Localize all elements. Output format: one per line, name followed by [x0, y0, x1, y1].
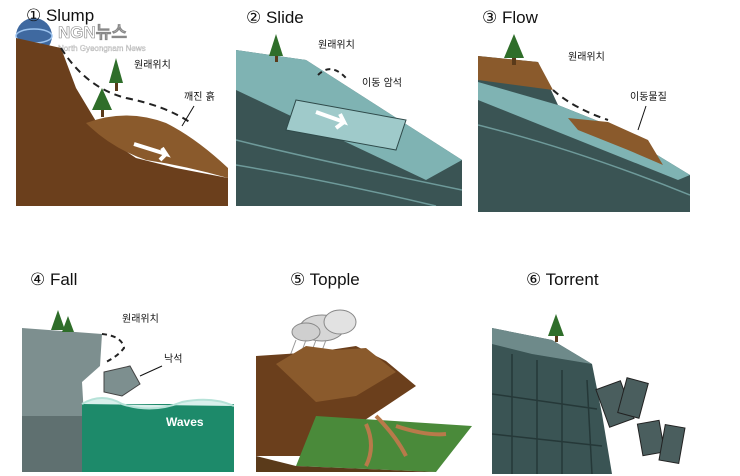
movement-arrow: [315, 110, 349, 130]
fall-diagram: 원래위치 낙석 Waves: [22, 296, 234, 472]
panel-title-topple: ⑤ Topple: [290, 270, 360, 289]
panel-title-slide: ② Slide: [246, 8, 304, 27]
tree-icon: [92, 88, 112, 117]
label-origin: 원래위치: [318, 38, 355, 51]
panel-title-slump: ① Slump: [26, 6, 95, 25]
tree-icon: [548, 314, 564, 342]
label-material: 이동 암석: [362, 77, 402, 89]
original-position-outline: [101, 333, 126, 363]
watermark-tagline: North Gyeongnam News: [58, 44, 146, 53]
label-waves: Waves: [166, 415, 204, 429]
torrent-diagram: [492, 314, 686, 474]
watermark-brand: NGN뉴스: [58, 23, 127, 42]
falling-rock-blocks: [595, 377, 686, 465]
rain-cloud-icon: [289, 309, 357, 357]
label-origin: 원래위치: [134, 58, 171, 71]
tree-icon: [269, 34, 283, 62]
panel-title-flow: ③ Flow: [482, 8, 538, 27]
original-position-outline: [552, 89, 609, 121]
panel-title-fall: ④ Fall: [30, 270, 78, 289]
tree-icon: [109, 58, 123, 91]
label-origin: 원래위치: [568, 50, 605, 63]
panel-title-torrent: ⑥ Torrent: [526, 270, 599, 289]
label-material: 이동물질: [630, 91, 667, 103]
tree-icon: [504, 34, 524, 65]
original-position-outline: [317, 68, 347, 79]
label-material: 깨진 흙: [184, 90, 215, 103]
original-position-outline: [60, 47, 192, 124]
slump-diagram: 원래위치 깨진 흙: [16, 38, 228, 206]
tree-icon: [51, 310, 74, 332]
slide-diagram: 원래위치 이동 암석: [236, 34, 462, 206]
topple-diagram: [256, 309, 472, 472]
label-origin: 원래위치: [122, 312, 159, 325]
label-material: 낙석: [164, 353, 182, 365]
movement-arrow: [133, 142, 171, 162]
flow-diagram: 원래위치 이동물질: [478, 34, 690, 212]
